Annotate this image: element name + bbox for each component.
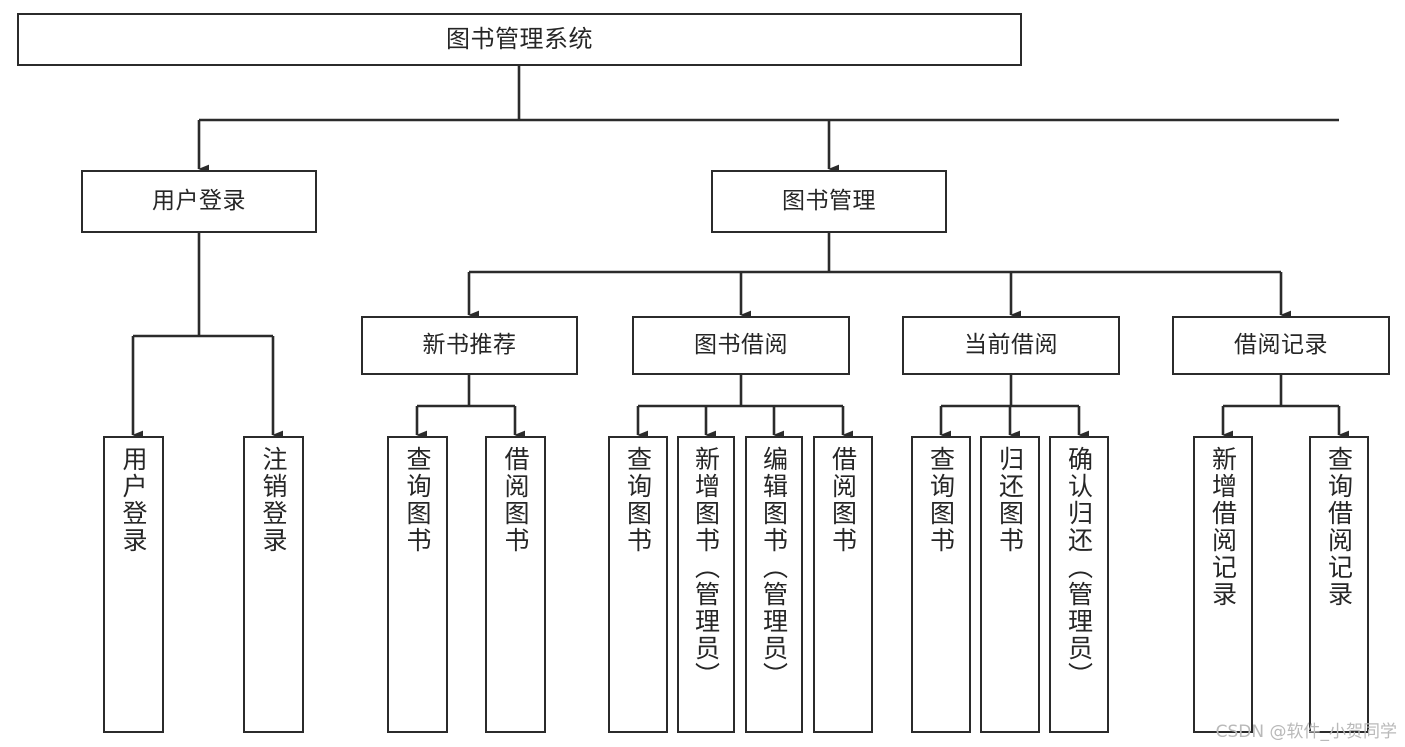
node-book-borrow[interactable]: 图书借阅 xyxy=(632,316,850,375)
node-leaf-confirm-return-label: 确认归还（管理员） xyxy=(1064,446,1094,689)
node-leaf-logout-login-label: 注销登录 xyxy=(259,446,288,554)
node-book-manage[interactable]: 图书管理 xyxy=(711,170,947,233)
node-book-manage-label: 图书管理 xyxy=(782,187,876,214)
node-leaf-borrow-book-1[interactable]: 借阅图书 xyxy=(485,436,546,733)
node-leaf-user-login-label: 用户登录 xyxy=(119,446,148,554)
node-borrow-record-label: 借阅记录 xyxy=(1234,331,1328,358)
node-leaf-return-book-label: 归还图书 xyxy=(995,446,1025,554)
node-leaf-query-record[interactable]: 查询借阅记录 xyxy=(1309,436,1369,733)
node-leaf-add-book[interactable]: 新增图书（管理员） xyxy=(677,436,735,733)
node-leaf-user-login[interactable]: 用户登录 xyxy=(103,436,164,733)
node-leaf-borrow-book-2[interactable]: 借阅图书 xyxy=(813,436,873,733)
node-leaf-borrow-book-2-label: 借阅图书 xyxy=(828,446,858,554)
node-leaf-edit-book-label: 编辑图书（管理员） xyxy=(759,446,789,689)
node-leaf-confirm-return[interactable]: 确认归还（管理员） xyxy=(1049,436,1109,733)
node-new-book-recommend[interactable]: 新书推荐 xyxy=(361,316,578,375)
node-leaf-query-book-1[interactable]: 查询图书 xyxy=(387,436,448,733)
node-leaf-add-record[interactable]: 新增借阅记录 xyxy=(1193,436,1253,733)
node-leaf-borrow-book-1-label: 借阅图书 xyxy=(501,446,530,554)
node-leaf-query-book-2-label: 查询图书 xyxy=(623,446,653,554)
node-leaf-query-record-label: 查询借阅记录 xyxy=(1324,446,1354,608)
node-leaf-query-book-3[interactable]: 查询图书 xyxy=(911,436,971,733)
node-leaf-query-book-2[interactable]: 查询图书 xyxy=(608,436,668,733)
csdn-watermark: CSDN @软件_小贺同学 xyxy=(1215,722,1397,742)
node-leaf-logout-login[interactable]: 注销登录 xyxy=(243,436,304,733)
node-root-label: 图书管理系统 xyxy=(446,25,593,54)
node-current-borrow[interactable]: 当前借阅 xyxy=(902,316,1120,375)
node-leaf-add-record-label: 新增借阅记录 xyxy=(1208,446,1238,608)
node-leaf-return-book[interactable]: 归还图书 xyxy=(980,436,1040,733)
node-root[interactable]: 图书管理系统 xyxy=(17,13,1022,66)
node-book-borrow-label: 图书借阅 xyxy=(694,331,788,358)
node-leaf-query-book-3-label: 查询图书 xyxy=(926,446,956,554)
node-leaf-query-book-1-label: 查询图书 xyxy=(403,446,432,554)
node-borrow-record[interactable]: 借阅记录 xyxy=(1172,316,1390,375)
node-current-borrow-label: 当前借阅 xyxy=(964,331,1058,358)
node-leaf-add-book-label: 新增图书（管理员） xyxy=(691,446,721,689)
node-user-login[interactable]: 用户登录 xyxy=(81,170,317,233)
node-user-login-label: 用户登录 xyxy=(152,187,246,214)
node-leaf-edit-book[interactable]: 编辑图书（管理员） xyxy=(745,436,803,733)
node-new-book-recommend-label: 新书推荐 xyxy=(422,331,517,358)
